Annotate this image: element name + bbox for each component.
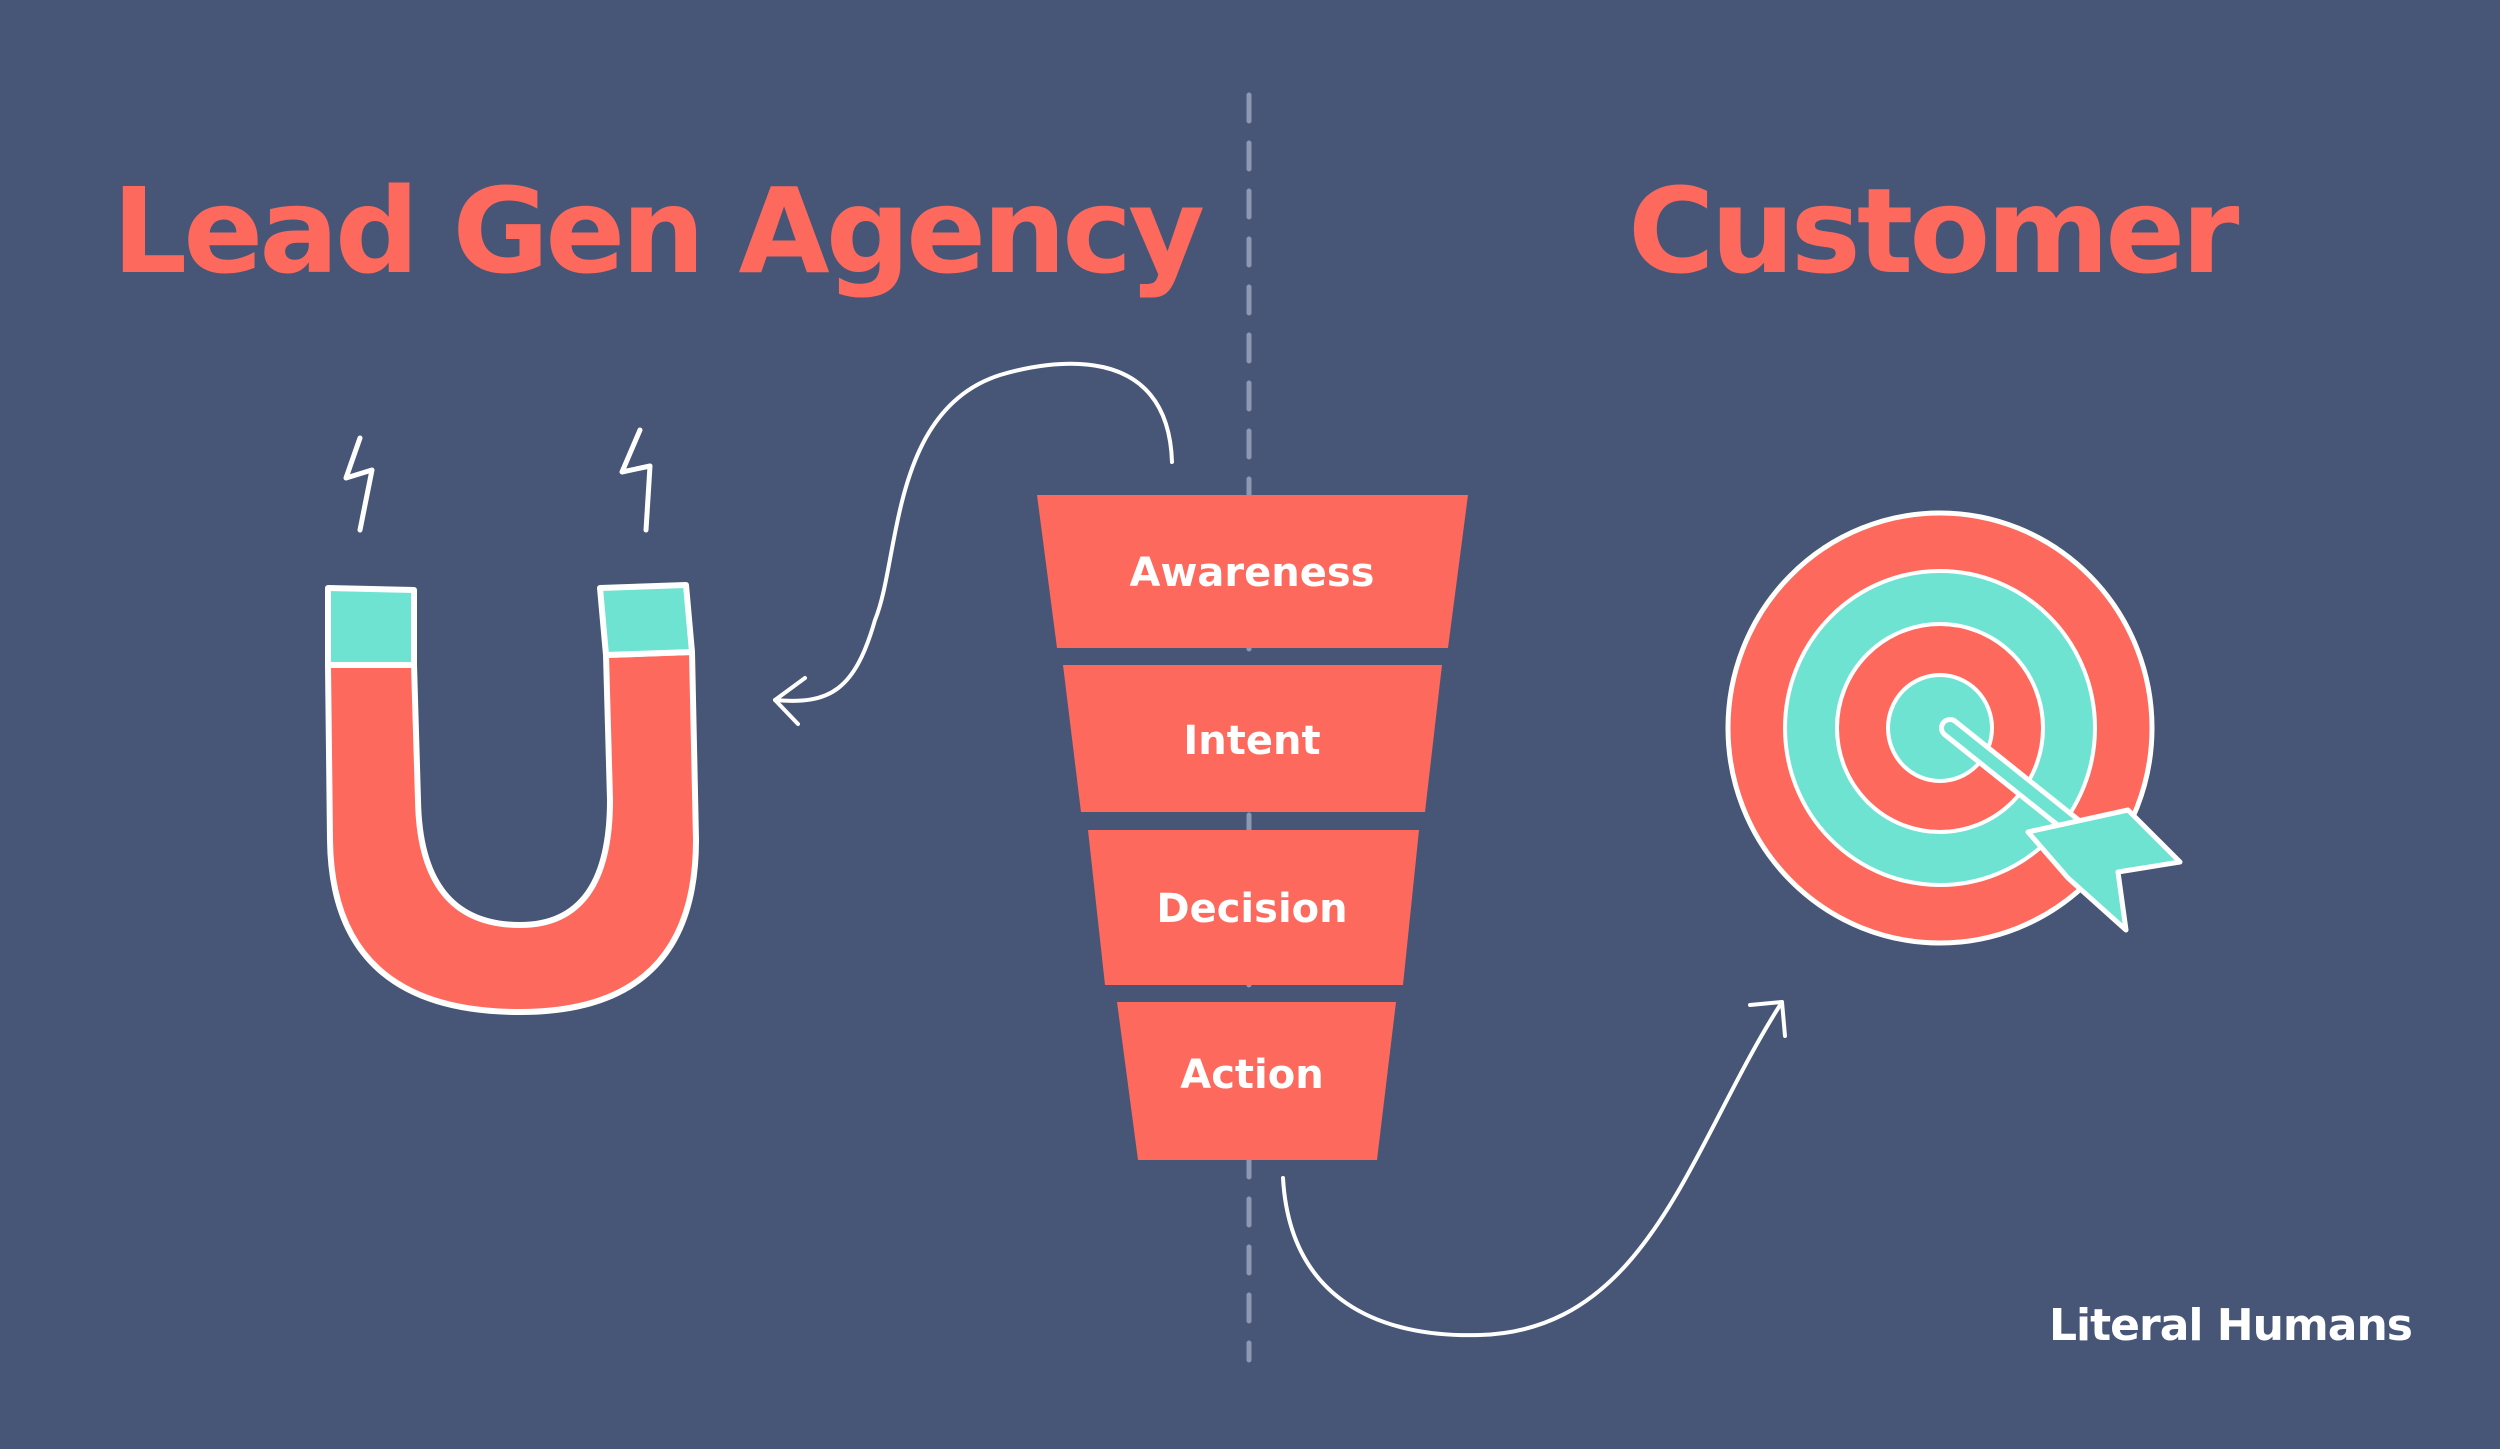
arrow-to-agency-icon [773, 361, 1174, 726]
funnel-label-decision: Decision [1156, 886, 1347, 932]
brand-logo-text: Literal Humans [2049, 1300, 2413, 1351]
funnel-stage-awareness [1037, 495, 1468, 648]
agency-heading: Lead Gen Agency [112, 162, 1205, 300]
funnel-label-action: Action [1180, 1052, 1323, 1098]
spark-left-icon [343, 435, 375, 533]
spark-right-icon [619, 427, 653, 533]
dart-arrow-icon [1939, 717, 2183, 933]
customer-heading: Customer [1628, 162, 2239, 300]
funnel-label-intent: Intent [1183, 718, 1320, 764]
magnet-icon [325, 427, 699, 1015]
funnel-icon: Awareness Intent Decision Action [1037, 495, 1468, 1160]
funnel-stage-action [1117, 1002, 1396, 1160]
arrow-to-customer-icon [1281, 1000, 1787, 1338]
funnel-stage-intent [1063, 665, 1442, 812]
funnel-stage-decision [1088, 830, 1419, 985]
funnel-label-awareness: Awareness [1130, 550, 1375, 596]
